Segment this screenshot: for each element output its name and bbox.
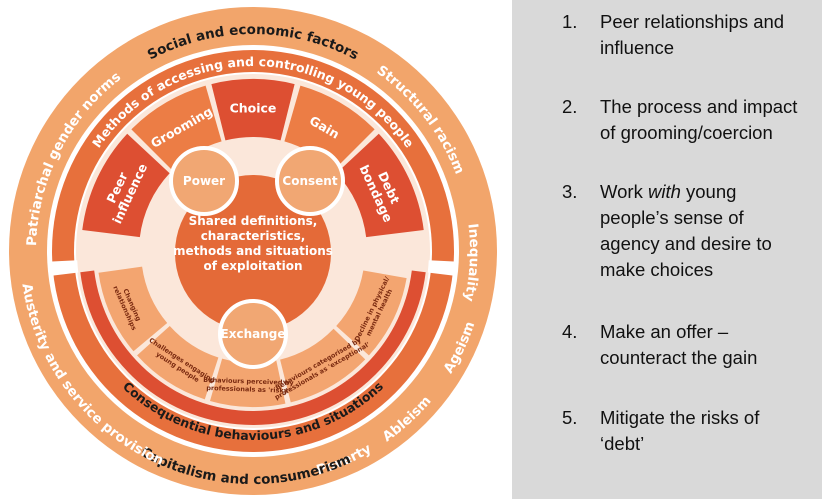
power-label: Power xyxy=(183,174,225,188)
ring-divider xyxy=(49,260,79,276)
exchange-bubble xyxy=(218,299,288,369)
method-segment xyxy=(336,133,424,238)
consequence-label-line: professionals as 'risky' xyxy=(206,384,290,395)
list-item-number: 2. xyxy=(562,96,578,117)
center-label-line: characteristics, xyxy=(201,229,306,243)
consent-label: Consent xyxy=(282,174,337,188)
list-item-text: Mitigate the risks of‘debt’ xyxy=(600,407,760,454)
exchange-label: Exchange xyxy=(221,327,286,341)
list-item-number: 4. xyxy=(562,321,578,342)
method-label-line: Choice xyxy=(230,101,277,116)
list-item-number: 3. xyxy=(562,181,578,202)
center-label-line: methods and situations xyxy=(173,244,333,258)
power-bubble xyxy=(169,146,239,216)
list-item-number: 1. xyxy=(562,11,578,32)
consequence-segment xyxy=(98,266,168,352)
ring-divider xyxy=(427,260,457,276)
consequence-segment xyxy=(210,358,286,408)
diagram-core xyxy=(169,146,345,369)
method-segment xyxy=(211,79,295,141)
consequence-band xyxy=(80,270,426,426)
list-item-number: 5. xyxy=(562,407,578,428)
consequence-segment xyxy=(336,270,407,356)
center-label-line: of exploitation xyxy=(203,259,302,273)
center-label-line: Shared definitions, xyxy=(189,214,318,228)
consent-bubble xyxy=(275,146,345,216)
list-item-text: Make an offer –counteract the gain xyxy=(600,321,758,368)
consequence-label-line: Behaviours perceived by xyxy=(203,376,294,387)
method-segment xyxy=(82,133,170,238)
consequence-segment xyxy=(280,328,366,403)
method-label-3: Choice xyxy=(230,101,277,116)
consequence-segment xyxy=(137,325,219,400)
